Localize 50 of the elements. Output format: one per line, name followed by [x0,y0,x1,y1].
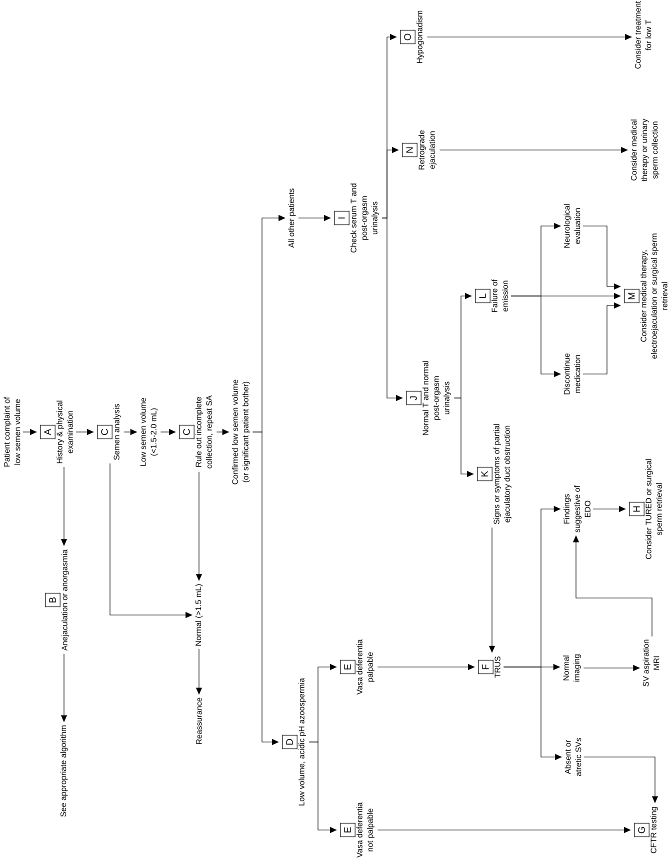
step-text: TRUS [494,656,500,678]
letter-box: H [629,502,644,516]
step-text: Consider TURED or surgical sperm retrieval [646,459,664,560]
step-text: Normal imaging [563,654,581,682]
step-text: Normal (>1.5 mL) [195,584,203,646]
step-text: Reassurance [196,698,202,744]
step-text: Rule out incomplete collection, repeat SA [196,395,214,468]
letter-box: E [340,660,356,674]
step-text: Check serum T and post-orgasm urinalysis [350,184,379,252]
letter-box: I [334,210,350,226]
letter-box: O [400,30,416,44]
letter-box: C [179,424,194,440]
letter-box: N [402,142,418,158]
step-text: Normal T and normal post-orgasm urinalysis [422,360,451,435]
step-text: Vasa deferentia not palpable [356,802,374,858]
step-text: All other patients [288,188,296,248]
step-text: Findings suggestive of EDO [564,485,590,532]
letter-box: C [97,424,112,440]
step-text: Low semen volume (<1.5-2.0 mL) [140,398,158,466]
step-text: Consider treatment for low T [634,1,652,69]
step-text: Semen analysis [114,404,121,460]
arrow [582,302,621,374]
letter-box: M [624,288,640,304]
step-text: Low volume, acidic pH azoospermia [298,678,306,806]
letter-box: B [45,592,60,608]
letter-box: A [40,424,56,440]
letter-box: L [475,288,490,304]
step-text: Patient complaint of low semen volume [4,396,20,466]
letter-box: J [406,390,422,406]
step-text: Anejaculation or anorgasmia [62,549,69,651]
step-text: Discontinue medication [564,353,580,394]
letter-box: E [340,822,356,838]
step-text: History & physical examination [56,400,73,464]
letter-box: D [282,734,298,750]
step-text: Failure of emission [492,279,508,312]
step-text: Neurological evaluation [564,204,580,248]
letter-box: F [478,660,494,674]
step-text: Hypogonadism [416,10,424,64]
step-text: CFTR testing [650,806,658,854]
step-text: Consider medical therapy or urinary sperm collection [630,118,660,182]
letter-box: K [477,466,492,482]
step-text: Confirmed low semen volume (or significant patient bother) [232,380,250,484]
step-text: Absent or atretic SVs [564,738,582,776]
step-text: Signs or symptoms of partial ejaculatory duct obstruction [494,424,512,524]
step-text: See appropriate algorithm [60,726,68,817]
step-text: Consider medical therapy, electroejaculation or surgical sperm retrieval [640,234,668,359]
step-text: SV aspiration MRI [642,640,660,686]
step-text: Vasa deferentia palpable [356,639,374,695]
letter-box: G [634,822,650,838]
step-text: Retrograde ejaculation [418,130,436,170]
